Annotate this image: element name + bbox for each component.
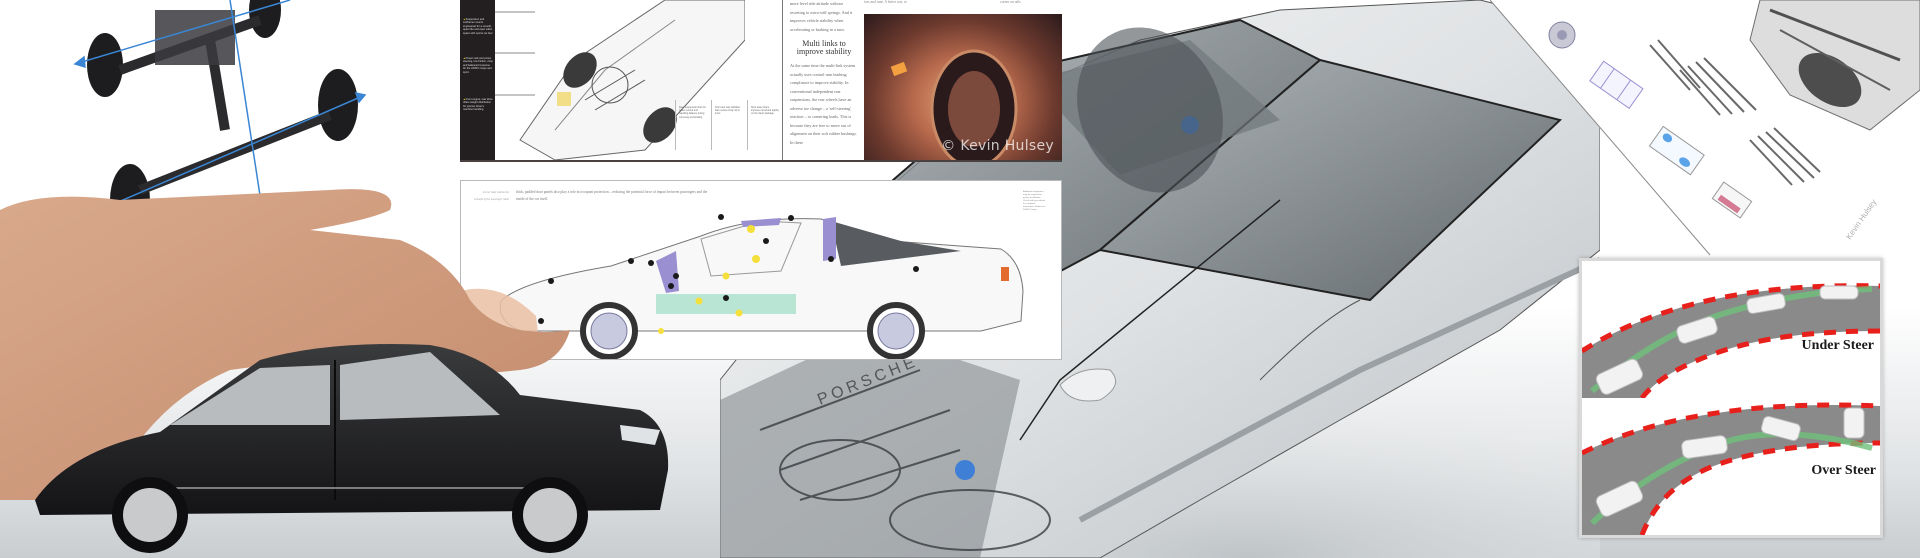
spec-sheet-drawing: Kevin Hulsey [1489,0,1920,256]
top-text: toes and tune. A better way to [864,0,907,4]
oversteer-diagram: Over Steer [1582,398,1880,535]
airbag-layout-icon [1648,125,1705,176]
callout-text: Strut tower brace improves structural ri… [747,100,779,150]
understeer-diagram: Under Steer [1582,261,1880,398]
spec-sheet-page: Kevin Hulsey [1470,0,1920,260]
margin-text: in rear body sidesto the strength of the… [473,191,509,201]
sidebar-note: Front engine, rear drive offers weight d… [463,98,493,112]
black-sedan [35,344,669,553]
brake-rotor-icon [1548,21,1576,49]
brochure-sidebar: Suspension and subframe mounts engineere… [460,0,495,160]
understeer-label: Under Steer [1801,338,1874,353]
section-heading: Multi links to improve stability [796,39,852,56]
body-paragraph: At the same time the multi-link system a… [790,63,857,145]
top-text: corner on rails [1000,0,1021,4]
brochure-body-text: more level ride attitude without resorti… [790,0,858,147]
seat-module-icon [1711,181,1753,219]
reservoir-cap-icon [955,460,975,480]
copyright-watermark: © Kevin Hulsey [941,138,1054,154]
hand [0,189,570,500]
oversteer-label: Over Steer [1811,463,1876,478]
caption-text: thick, padded door panels also play a ro… [516,190,708,201]
cutaway-car-illustration: PORSCHE [719,0,1602,558]
brochure-callouts: Rear suspension links for wheel control … [675,100,785,155]
sidebar-note: Suspension and subframe mounts engineere… [463,18,493,35]
brochure-suspension-page: Suspension and subframe mounts engineere… [460,0,1062,162]
column-divider [782,0,783,160]
callout-text: Front and rear stabilizer bars reduce bo… [711,100,743,150]
chassis-frame-icon [1589,60,1644,110]
sidebar-note: Power rack and pinion steering, low fric… [463,57,493,74]
lead-paragraph: more level ride attitude without resorti… [790,1,853,32]
sunset-car-photo: © Kevin Hulsey [864,14,1062,160]
fineprint-text: Additional equipment may be required for… [1023,191,1046,211]
top-view-car-drawing [495,0,746,160]
steering-comparison-panel: Under Steer Over Steer [1579,258,1883,538]
callout-text: Rear suspension links for wheel control … [675,100,707,150]
cutaway-car-drawing: PORSCHE [719,0,1602,558]
awd-chassis-illustration [60,0,380,245]
hand-protecting-car-photo [0,170,720,558]
